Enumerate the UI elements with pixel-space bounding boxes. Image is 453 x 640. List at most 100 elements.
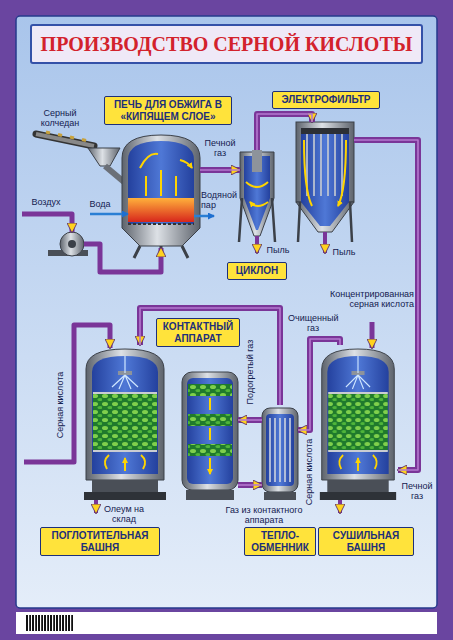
blower — [68, 240, 76, 248]
electrofilter-drawing — [296, 122, 354, 242]
process-label: Водяной пар — [201, 190, 239, 210]
conveyor — [36, 132, 94, 146]
furnace-drawing — [128, 198, 194, 222]
equipment-heading: ТЕПЛО- ОБМЕННИК — [244, 527, 316, 556]
equipment-node: ЭЛЕКТРОФИЛЬТР — [296, 122, 354, 245]
heat-exchanger-drawing — [262, 408, 298, 500]
equipment-node: ПЕЧЬ ДЛЯ ОБЖИГА В «КИПЯЩЕМ СЛОЕ» — [122, 135, 200, 258]
process-pipes — [84, 244, 161, 272]
heat-exchanger-drawing — [262, 408, 298, 492]
pipe-highlight — [200, 169, 240, 171]
conveyor — [46, 132, 86, 141]
gas-pipe — [257, 114, 312, 150]
equipment-heading: СУШИЛЬНАЯ БАШНЯ — [318, 527, 414, 556]
pipe-body — [238, 417, 262, 423]
process-label: Пыль — [333, 247, 356, 257]
process-label: Серный колчедан — [36, 108, 84, 128]
furnace-drawing — [140, 154, 192, 196]
cyclone-drawing — [239, 198, 275, 242]
pipe-highlight — [298, 339, 340, 430]
pipe-label: Подогретый газ — [245, 340, 255, 405]
pipe-label: Очищенный газ — [288, 313, 338, 333]
process-pipes — [22, 214, 372, 513]
process-label: Серная кислота — [304, 439, 314, 506]
equipment-node: КОНТАКТНЫЙ АППАРАТ — [182, 368, 238, 500]
contact-apparatus-drawing — [209, 398, 211, 474]
hopper — [88, 148, 124, 182]
furnace-drawing — [122, 135, 200, 258]
cyclone-drawing — [246, 182, 268, 206]
process-label: Олеум на склад — [101, 504, 147, 524]
process-label: Вода — [89, 199, 110, 209]
process-pipes — [24, 325, 110, 462]
equipment-heading: ЦИКЛОН — [227, 262, 287, 280]
pipe-body — [200, 167, 240, 173]
process-label: Серная кислота — [55, 372, 65, 439]
cyclone-drawing — [239, 150, 275, 242]
contact-apparatus-drawing — [188, 384, 232, 396]
electrofilter-drawing — [301, 128, 349, 226]
contact-apparatus-drawing — [187, 378, 233, 484]
pipe-highlight — [257, 114, 312, 150]
process-pipes — [338, 500, 342, 513]
hopper — [105, 166, 124, 182]
process-pipes — [323, 232, 327, 253]
pipe-body — [238, 482, 262, 488]
pipe-label: Печной газ — [400, 481, 434, 501]
gas-pipe — [200, 170, 240, 171]
pipe-highlight — [238, 484, 262, 486]
gas-pipe — [238, 420, 262, 421]
furnace-drawing — [122, 135, 200, 246]
equipment-node: ЦИКЛОН — [240, 150, 274, 245]
pipe-body — [257, 114, 312, 150]
furnace-drawing — [128, 223, 194, 225]
equipment-heading: ПЕЧЬ ДЛЯ ОБЖИГА В «КИПЯЩЕМ СЛОЕ» — [104, 96, 232, 125]
absorption-tower-drawing — [84, 349, 166, 500]
hopper — [88, 148, 120, 166]
contact-apparatus-drawing — [182, 372, 238, 490]
process-label: Пыль — [267, 245, 290, 255]
blower — [60, 232, 84, 256]
heat-exchanger-drawing — [264, 492, 296, 500]
pipe-body — [140, 308, 280, 405]
electrofilter-drawing — [304, 140, 346, 206]
contact-apparatus-drawing — [182, 372, 238, 500]
pipe-label: Газ из контактного аппарата — [224, 505, 304, 525]
equipment-node: ТЕПЛО- ОБМЕННИК — [262, 405, 298, 500]
poster-title: ПРОИЗВОДСТВО СЕРНОЙ КИСЛОТЫ — [30, 24, 423, 64]
heat-exchanger-drawing — [266, 414, 294, 486]
process-label: Воздух — [31, 197, 60, 207]
pipe-body — [298, 339, 340, 430]
process-pipes — [94, 500, 98, 513]
contact-apparatus-drawing — [186, 490, 234, 500]
contact-apparatus-drawing — [188, 414, 232, 426]
process-pipes — [370, 322, 375, 348]
electrofilter-drawing — [307, 134, 342, 196]
footer-strip — [16, 612, 437, 634]
blower — [48, 232, 88, 256]
pipe-highlight — [140, 308, 280, 405]
equipment-heading: ПОГЛОТИТЕЛЬНАЯ БАШНЯ — [40, 527, 160, 556]
furnace-drawing — [128, 141, 194, 224]
drying-tower-drawing — [320, 349, 396, 500]
inner-panel — [16, 16, 437, 608]
pipe-label: Печной газ — [202, 138, 238, 158]
gas-pipe — [140, 308, 280, 405]
process-pipes — [255, 236, 259, 253]
cyclone-drawing — [252, 150, 262, 172]
equipment-node: СУШИЛЬНАЯ БАШНЯ — [318, 345, 398, 500]
process-pipes — [194, 215, 214, 218]
gas-pipe — [238, 485, 262, 486]
barcode — [26, 615, 74, 631]
gas-pipe — [298, 339, 340, 430]
equipment-heading: ЭЛЕКТРОФИЛЬТР — [272, 91, 380, 109]
electrofilter-drawing — [301, 128, 349, 134]
pipe-highlight — [238, 419, 262, 421]
heat-exchanger-drawing — [270, 418, 290, 482]
equipment-node: ПОГЛОТИТЕЛЬНАЯ БАШНЯ — [82, 345, 168, 500]
contact-apparatus-drawing — [188, 444, 232, 456]
equipment-heading: КОНТАКТНЫЙ АППАРАТ — [156, 318, 240, 347]
process-pipes — [22, 214, 72, 232]
